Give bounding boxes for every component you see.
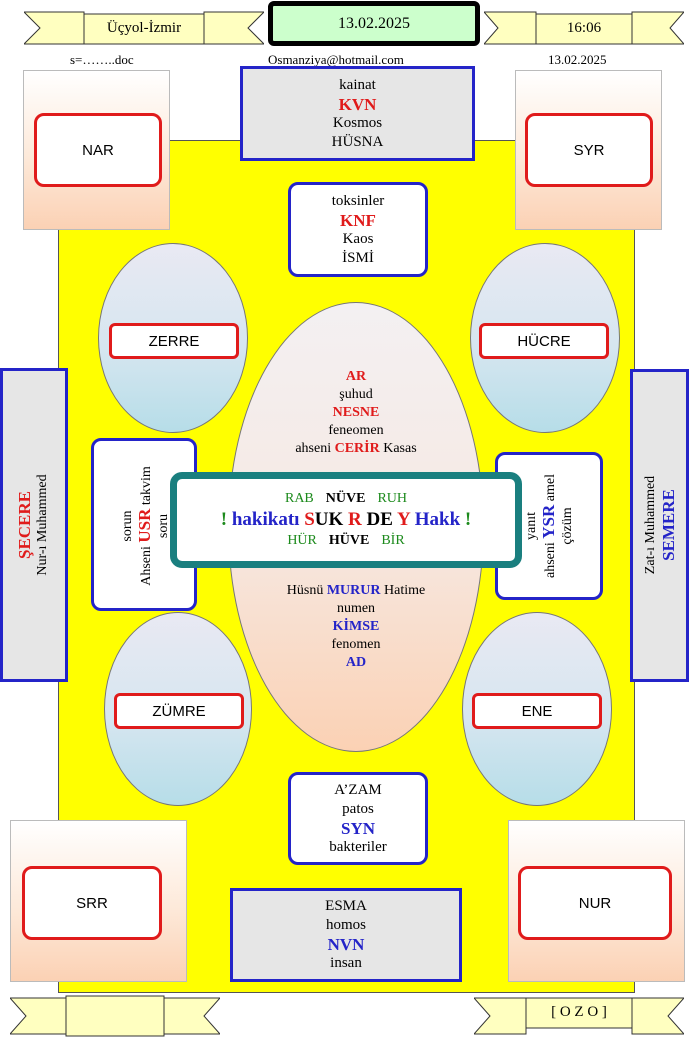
syn-box: A’ZAM patos SYN bakteriler	[288, 772, 428, 865]
time-label: 16:06	[566, 19, 602, 36]
center-husnu-line: Hüsnü MURUR Hatime	[287, 582, 425, 600]
secere-title: ŞECERE	[15, 490, 34, 560]
kvn-title: KVN	[338, 94, 377, 114]
corner-nar: NAR	[34, 113, 162, 187]
kvn-line3: Kosmos	[332, 114, 383, 131]
footer-right-ribbon	[474, 997, 684, 1035]
core-uk: UK	[314, 509, 344, 530]
core-hur: HÜR	[287, 533, 317, 548]
secere-panel	[0, 368, 68, 682]
ysr-text: yanıt ahseni YSR amel çözüm	[524, 451, 575, 601]
center-lower-text: Hüsnü MURUR Hatime numen KİMSE fenomen A…	[244, 582, 468, 672]
semere-panel	[630, 369, 689, 682]
core-row3: HÜR HÜVE BİR	[287, 533, 404, 549]
core-hakk: Hakk	[414, 509, 461, 530]
center-nesne: NESNE	[332, 405, 380, 420]
knf-line1: toksinler	[331, 192, 385, 209]
center-upper-text: AR şuhud NESNE feneomen ahseni CERİR Kas…	[244, 368, 468, 458]
nvn-line1: ESMA	[325, 898, 367, 914]
syn-line1: A’ZAM	[334, 781, 382, 798]
knf-line4: İSMİ	[342, 249, 374, 266]
center-ahseni-line: ahseni CERİR Kasas	[295, 440, 416, 458]
core-bir: BİR	[381, 533, 405, 548]
core-s: S	[304, 509, 315, 530]
knf-line3: Kaos	[342, 230, 374, 247]
zerre-label: ZERRE	[109, 323, 239, 359]
corner-srr: SRR	[22, 866, 162, 940]
ysr-ahseni: ahseni	[542, 542, 558, 578]
kvn-box: kainat KVN Kosmos HÜSNA	[240, 66, 475, 161]
semere-sub: Zat-ı Muhammed	[643, 475, 658, 575]
semere-text: Zat-ı Muhammed SEMERE	[640, 405, 680, 645]
usr-takvim: takvim	[138, 466, 154, 506]
center-feneomen: feneomen	[328, 423, 384, 438]
corner-nur: NUR	[518, 866, 672, 940]
syn-line4: bakteriler	[329, 838, 387, 855]
hucre-label: HÜCRE	[479, 323, 609, 359]
ysr-line2: ahseni YSR amel	[538, 474, 559, 578]
center-ad: AD	[345, 655, 367, 670]
core-row2: ! hakikatı SUK R DE Y Hakk !	[221, 507, 471, 533]
header-date: 13.02.2025	[548, 52, 607, 67]
core-y: Y	[396, 509, 410, 530]
core-ruh: RUH	[377, 491, 408, 506]
corner-syr: SYR	[525, 113, 653, 187]
semere-title: SEMERE	[659, 489, 678, 561]
email: Osmanziya@hotmail.com	[268, 52, 404, 67]
center-kasas: Kasas	[383, 441, 417, 456]
core-box: RAB NÜVE RUH ! hakikatı SUK R DE Y Hakk …	[170, 472, 522, 568]
core-rab: RAB	[284, 491, 314, 506]
center-suhud: şuhud	[339, 387, 373, 402]
secere-sub: Nur-ı Muhammed	[35, 474, 50, 576]
ysr-cozum: çözüm	[559, 507, 575, 545]
center-ahseni: ahseni	[295, 441, 332, 456]
usr-soru: soru	[155, 513, 171, 539]
usr-sorun: sorun	[119, 510, 135, 542]
usr-title: USR	[134, 508, 154, 543]
date-box: 13.02.2025	[268, 1, 480, 46]
core-hakikati: hakikatı	[231, 509, 300, 530]
syn-line2: patos	[342, 800, 374, 817]
center-cerir: CERİR	[334, 441, 380, 456]
core-huve: HÜVE	[328, 533, 370, 548]
center-numen: numen	[336, 601, 376, 616]
core-row1: RAB NÜVE RUH	[285, 491, 407, 507]
nvn-line4: insan	[330, 955, 362, 971]
center-kimse: KİMSE	[332, 619, 380, 634]
knf-box: toksinler KNF Kaos İSMİ	[288, 182, 428, 277]
center-husnu: Hüsnü	[286, 583, 324, 598]
center-murur: MURUR	[326, 583, 381, 598]
ysr-title: YSR	[538, 504, 558, 539]
secere-text: ŞECERE Nur-ı Muhammed	[14, 405, 54, 645]
ysr-amel: amel	[542, 474, 558, 502]
nvn-box: ESMA homos NVN insan	[230, 888, 462, 982]
file-name: s=……..doc	[70, 52, 134, 67]
core-r: R	[348, 509, 362, 530]
ene-label: ENE	[472, 693, 602, 729]
usr-line2: Ahseni USR takvim	[134, 466, 155, 586]
right-banner-ribbon	[484, 11, 684, 45]
core-nuve: NÜVE	[325, 491, 366, 506]
footer-left-ribbon	[10, 995, 220, 1037]
core-de: DE	[366, 509, 393, 530]
left-banner-ribbon	[24, 11, 264, 45]
location-label: Üçyol-İzmir	[106, 19, 182, 36]
usr-text: sorun Ahseni USR takvim soru	[120, 441, 171, 611]
footer-ozo-label: [ O Z O ]	[551, 1003, 607, 1020]
nvn-line2: homos	[325, 917, 366, 933]
knf-title: KNF	[340, 210, 376, 230]
ysr-yanit: yanıt	[523, 512, 539, 540]
syn-title: SYN	[340, 818, 375, 838]
center-hatime: Hatime	[384, 583, 426, 598]
core-excl-right: !	[464, 509, 472, 530]
center-ar: AR	[345, 369, 367, 384]
nvn-title: NVN	[327, 935, 365, 954]
usr-ahseni: Ahseni	[138, 546, 154, 586]
kvn-line4: HÜSNA	[331, 133, 384, 150]
zumre-label: ZÜMRE	[114, 693, 244, 729]
core-excl-left: !	[220, 509, 228, 530]
kvn-line1: kainat	[339, 76, 376, 93]
center-fenomen: fenomen	[331, 637, 381, 652]
footer-left-label	[66, 996, 164, 1036]
